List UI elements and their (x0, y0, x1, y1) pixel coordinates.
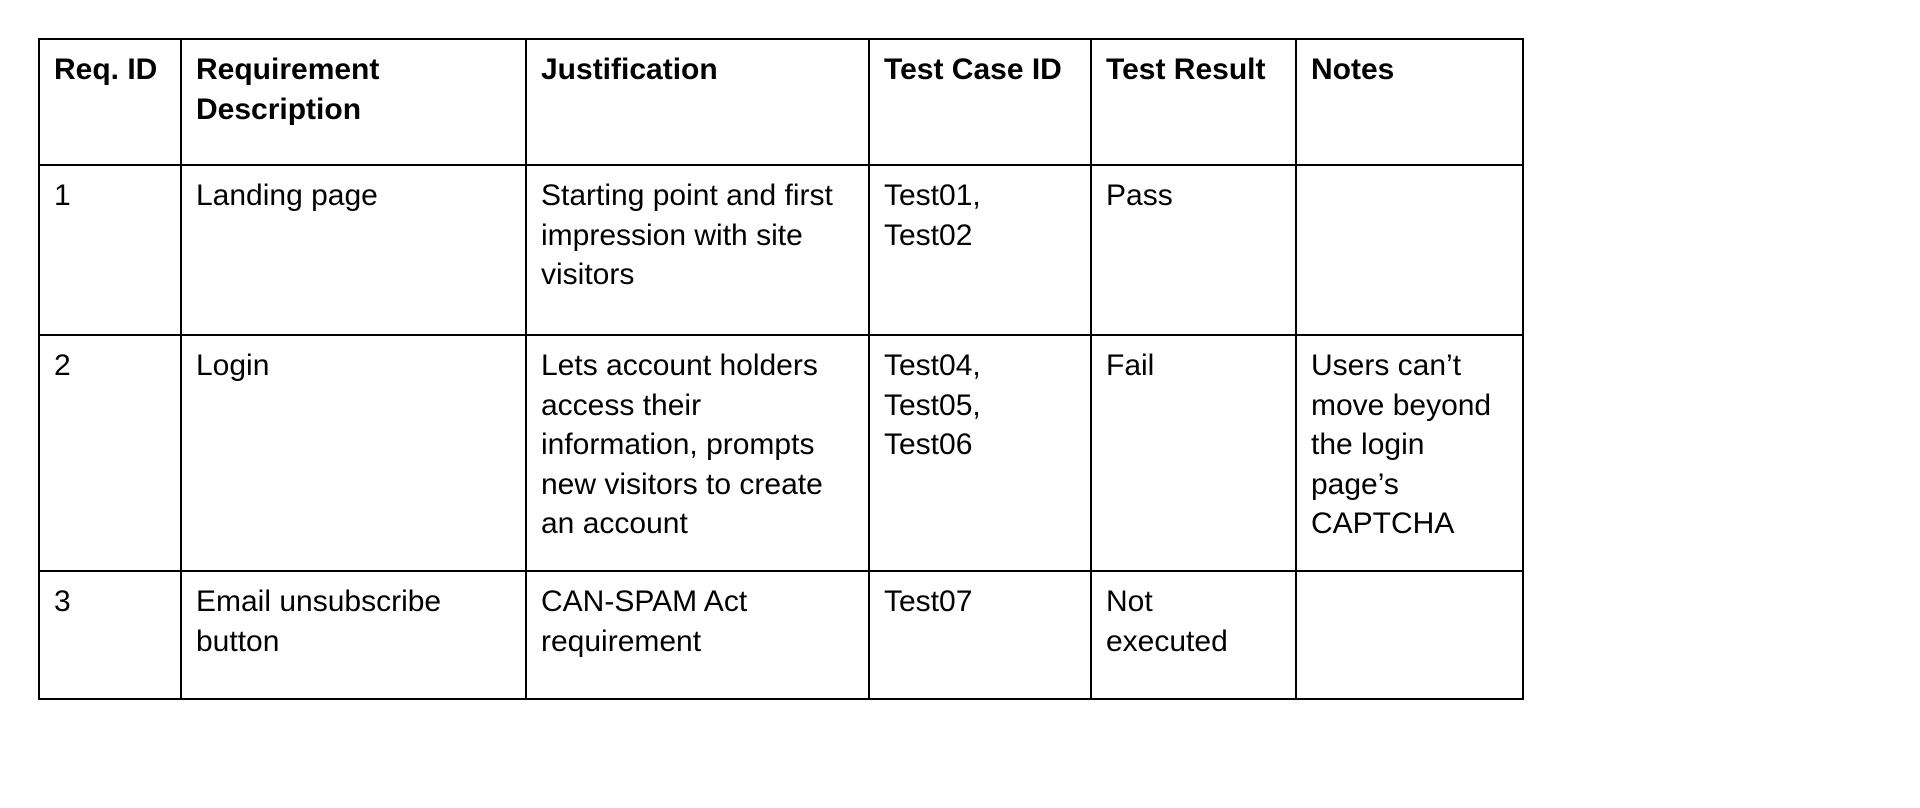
cell-requirement-description: Email unsubscribe button (180, 570, 527, 700)
column-header-test-case-id: Test Case ID (868, 38, 1092, 166)
cell-notes: Users can’t move beyond the login page’s… (1295, 334, 1524, 572)
cell-justification: Starting point and first impression with… (525, 164, 870, 336)
column-header-justification: Justification (525, 38, 870, 166)
cell-requirement-description: Landing page (180, 164, 527, 336)
cell-test-result: Pass (1090, 164, 1297, 336)
cell-justification: Lets account holders access their inform… (525, 334, 870, 572)
cell-justification: CAN-SPAM Act requirement (525, 570, 870, 700)
cell-test-result: Not executed (1090, 570, 1297, 700)
requirements-traceability-table: Req. ID Requirement Description Justific… (38, 38, 1524, 700)
table-row: 1 Landing page Starting point and first … (38, 164, 1524, 336)
column-header-test-result: Test Result (1090, 38, 1297, 166)
cell-notes (1295, 570, 1524, 700)
cell-req-id: 2 (38, 334, 182, 572)
cell-req-id: 3 (38, 570, 182, 700)
table-row: 3 Email unsubscribe button CAN-SPAM Act … (38, 570, 1524, 700)
cell-test-case-id: Test04, Test05, Test06 (868, 334, 1092, 572)
cell-notes (1295, 164, 1524, 336)
column-header-req-id: Req. ID (38, 38, 182, 166)
cell-test-result: Fail (1090, 334, 1297, 572)
table-row: 2 Login Lets account holders access thei… (38, 334, 1524, 572)
cell-requirement-description: Login (180, 334, 527, 572)
cell-test-case-id: Test01, Test02 (868, 164, 1092, 336)
cell-req-id: 1 (38, 164, 182, 336)
column-header-requirement-description: Requirement Description (180, 38, 527, 166)
table-header-row: Req. ID Requirement Description Justific… (38, 38, 1524, 166)
column-header-notes: Notes (1295, 38, 1524, 166)
cell-test-case-id: Test07 (868, 570, 1092, 700)
